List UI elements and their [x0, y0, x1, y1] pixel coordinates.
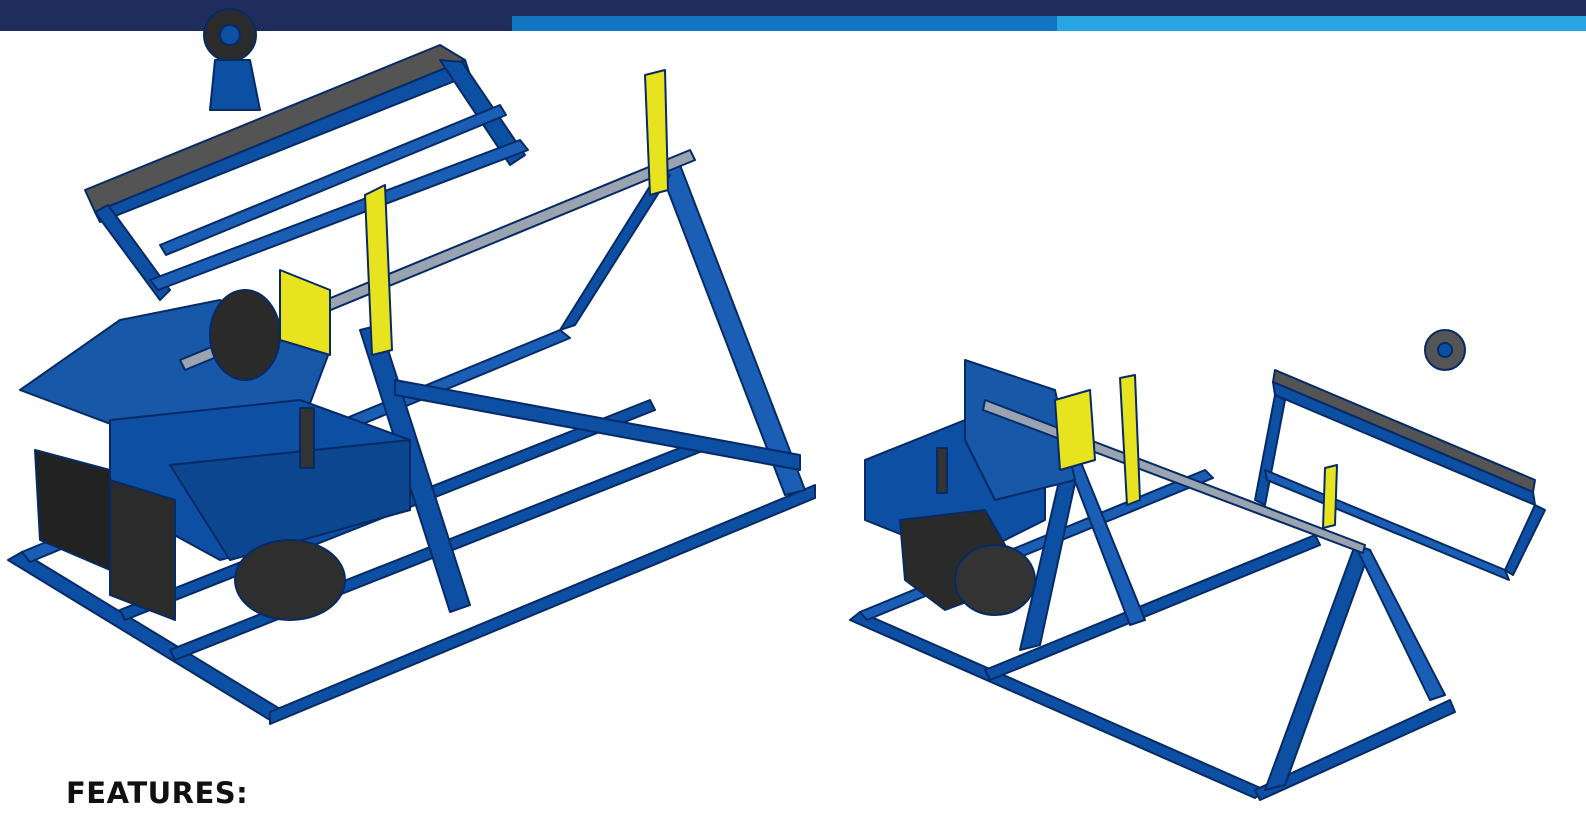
header-bar-light-blue-segment — [1057, 16, 1586, 31]
header-color-bar — [0, 0, 1586, 31]
header-bar-navy — [0, 0, 1586, 16]
winder-machine-large-image — [7, 8, 816, 725]
header-bar-navy-segment — [0, 16, 512, 31]
winder-machine-small-image — [849, 329, 1546, 801]
features-heading: FEATURES: — [66, 776, 249, 810]
header-bar-mid-blue-segment — [512, 16, 1057, 31]
